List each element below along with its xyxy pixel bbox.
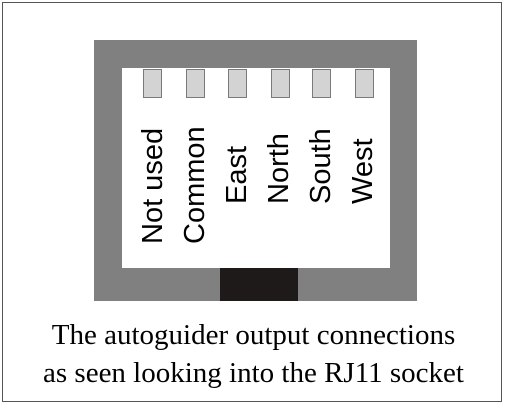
- rj11-latch-notch: [220, 268, 298, 301]
- pin-contact-east: [228, 69, 247, 98]
- pin-label-south: South: [305, 128, 337, 204]
- caption-line-1: The autoguider output connections: [51, 319, 456, 351]
- pin-contact-west: [355, 69, 374, 98]
- pin-contact-south: [312, 69, 331, 98]
- pin-contact-north: [271, 69, 290, 98]
- pin-label-common: Common: [179, 126, 211, 244]
- pin-label-east: East: [221, 145, 253, 204]
- rj11-socket-cavity: [122, 68, 390, 268]
- pin-label-not-used: Not used: [137, 127, 169, 244]
- pin-contact-common: [186, 69, 205, 98]
- pin-label-west: West: [347, 138, 379, 204]
- pin-label-north: North: [263, 133, 295, 204]
- pin-contact-not-used: [143, 69, 162, 98]
- caption-line-2: as seen looking into the RJ11 socket: [43, 357, 464, 389]
